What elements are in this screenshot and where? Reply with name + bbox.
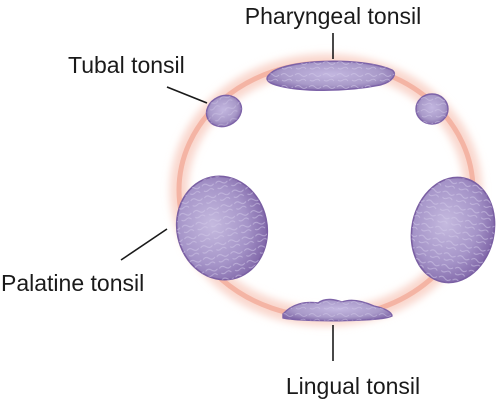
lingual-tonsil-label: Lingual tonsil	[286, 373, 420, 399]
palatine-leader-line	[120, 228, 168, 261]
palatine-tonsil-right-shape	[410, 176, 496, 284]
tubal-leader-line	[166, 86, 208, 104]
pharyngeal-tonsil-label: Pharyngeal tonsil	[245, 3, 421, 29]
palatine-tonsil-left-shape	[175, 175, 269, 281]
tubal-tonsil-right-shape	[415, 93, 449, 125]
tubal-tonsil-left-shape	[205, 94, 243, 128]
lingual-tonsil-shape	[282, 298, 393, 322]
tubal-tonsil-label: Tubal tonsil	[68, 52, 185, 78]
palatine-tonsil-label: Palatine tonsil	[1, 270, 144, 296]
pharyngeal-tonsil-shape	[266, 60, 396, 91]
